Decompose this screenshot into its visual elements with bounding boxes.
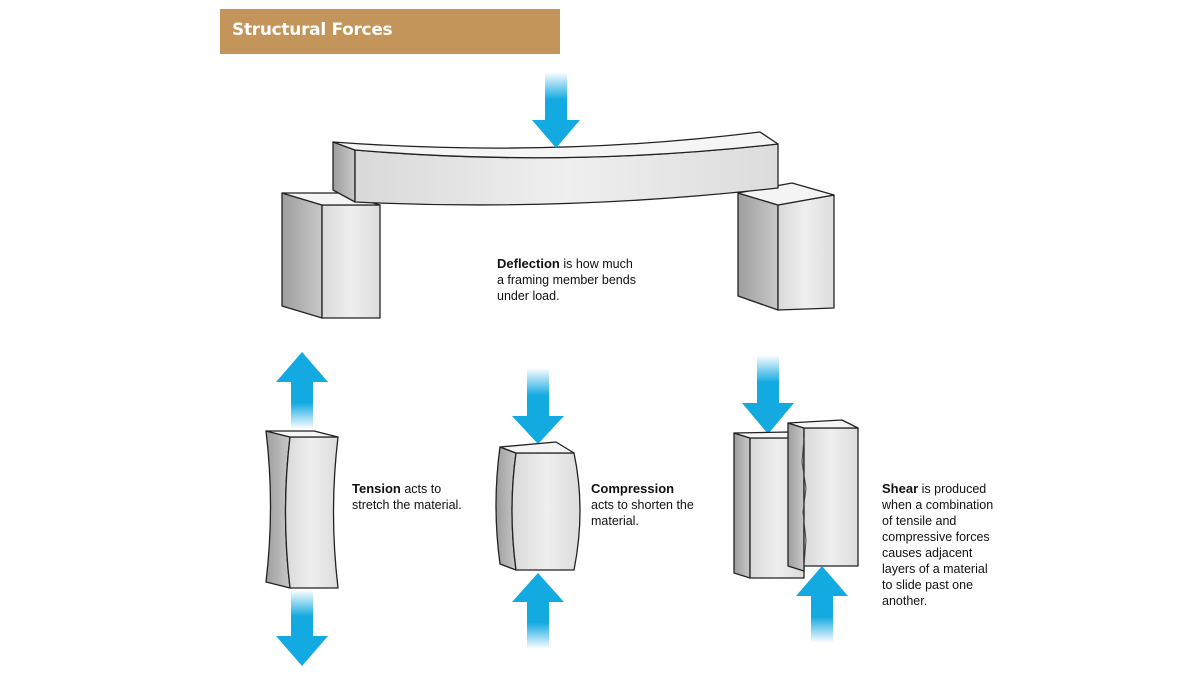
tension-block xyxy=(265,430,339,589)
tension-up-arrow xyxy=(276,352,328,429)
shear-text-4: compressive forces xyxy=(882,530,990,544)
deflection-text-1: is how much xyxy=(559,257,633,271)
tension-down-arrow xyxy=(276,590,328,666)
compression-down-arrow xyxy=(512,368,564,444)
shear-text-5: causes adjacent xyxy=(882,546,973,560)
tension-text-1: acts to xyxy=(400,482,442,496)
shear-text-6: layers of a material xyxy=(882,562,988,576)
shear-text-2: when a combination xyxy=(882,498,994,512)
shear-caption: Shear is produced when a combination of … xyxy=(882,481,993,609)
title-bar: Structural Forces xyxy=(220,9,560,54)
deflection-load-arrow xyxy=(532,72,580,148)
shear-text-1: is produced xyxy=(918,482,987,496)
shear-text-8: another. xyxy=(882,594,928,608)
deflection-text-2: a framing member bends xyxy=(497,273,636,287)
compression-text-2: acts to shorten the xyxy=(591,498,694,512)
shear-right-layer xyxy=(787,419,859,572)
shear-up-arrow xyxy=(796,566,848,643)
shear-term: Shear xyxy=(882,481,919,496)
deflection-term: Deflection xyxy=(497,256,560,271)
deflected-beam xyxy=(332,131,779,206)
compression-block xyxy=(495,441,581,571)
shear-text-7: to slide past one xyxy=(882,578,974,592)
left-support-block xyxy=(281,192,381,319)
deflection-caption: Deflection is how much a framing member … xyxy=(497,256,636,304)
tension-text-2: stretch the material. xyxy=(352,498,462,512)
tension-term: Tension xyxy=(352,481,401,496)
page-title: Structural Forces xyxy=(232,20,393,40)
right-support-block xyxy=(737,182,835,311)
shear-text-3: of tensile and xyxy=(882,514,957,528)
compression-text-3: material. xyxy=(591,514,639,528)
compression-up-arrow xyxy=(512,573,564,649)
shear-down-arrow xyxy=(742,355,794,434)
deflection-text-3: under load. xyxy=(497,289,560,303)
tension-caption: Tension acts to stretch the material. xyxy=(352,481,462,513)
compression-caption: Compression acts to shorten the material… xyxy=(591,481,694,529)
compression-term: Compression xyxy=(591,481,675,496)
